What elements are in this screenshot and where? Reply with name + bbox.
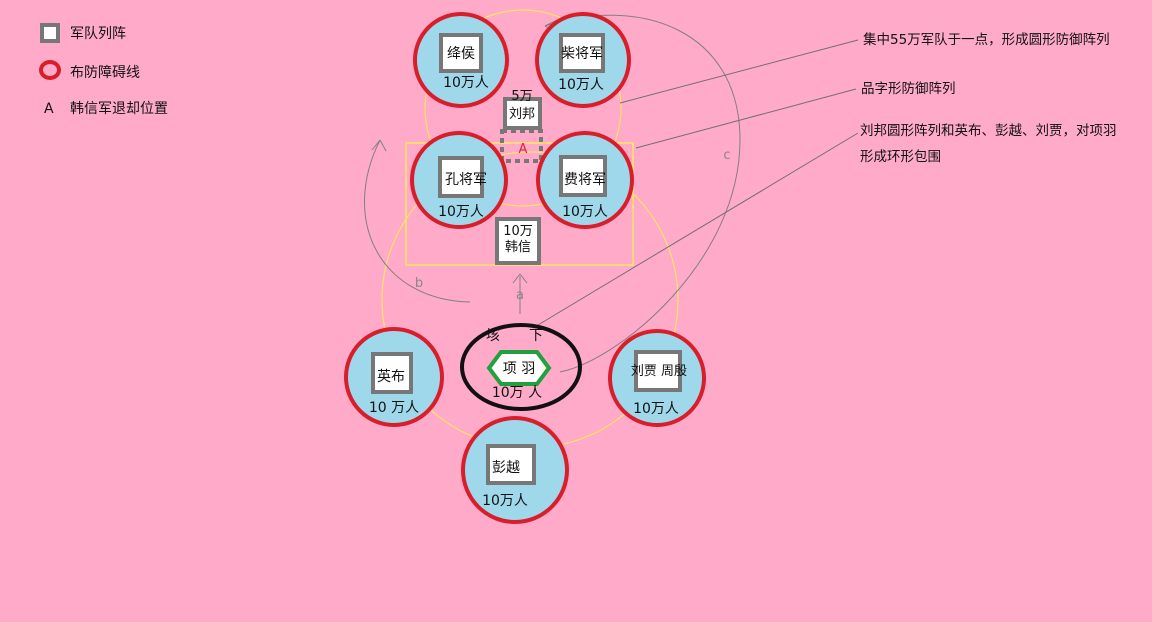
notes: 集中55万军队于一点，形成圆形防御阵列 品字形防御阵列 刘邦圆形阵列和英布、彭越… [860, 32, 1117, 165]
note-pin-shape: 品字形防御阵列 [861, 81, 956, 97]
formation-box [439, 33, 483, 73]
unit-liujia: 刘贾 周殷 10万人 [608, 329, 706, 427]
unit-name: 项 羽 [503, 361, 535, 377]
arrow-b-path [364, 139, 471, 303]
encirclement-ring [460, 323, 582, 411]
unit-size: 10万人 [482, 493, 528, 509]
formation-box [634, 350, 682, 392]
unit-size: 10万人 [438, 204, 484, 220]
formation-box [486, 444, 536, 485]
formation-box [438, 156, 484, 198]
unit-name: 柴将军 [561, 46, 603, 62]
legend-formation-icon [40, 23, 60, 43]
legend-barrier-label: 布防障碍线 [70, 65, 140, 81]
note-encircle-line1: 刘邦圆形阵列和英布、彭越、刘贾，对项羽 [860, 122, 1117, 139]
unit-name: 英布 [377, 368, 405, 385]
unit-pengyue: 彭越 10万人 [461, 416, 569, 524]
unit-jianghou: 绛侯 10万人 [413, 12, 509, 108]
unit-size: 10万人 [562, 204, 608, 220]
retreat-marker: A [519, 142, 528, 157]
arrow-label-a: a [516, 288, 524, 303]
pointer-pin-shape [635, 88, 857, 149]
pointer-encircle [532, 132, 859, 329]
unit-size: 10万 [503, 224, 533, 239]
formation-box [371, 352, 413, 394]
unit-size: 5万 [511, 89, 532, 104]
pointer-concentrate [619, 39, 859, 104]
unit-name: 彭越 [492, 460, 520, 476]
unit-name: 绛侯 [447, 46, 475, 62]
arrow-label-b: b [415, 276, 423, 291]
formation-box [559, 155, 607, 197]
unit-size: 10万人 [558, 77, 604, 93]
unit-feijiang: 费将军 10万人 [536, 131, 634, 229]
xiangyu-hexagon [486, 350, 552, 386]
unit-kongjiang: 孔将军 10万人 [410, 131, 508, 229]
legend: 军队列阵 布防障碍线 A 韩信军退却位置 [39, 23, 168, 117]
unit-name: 韩信 [505, 240, 531, 255]
legend-retreat-label: 韩信军退却位置 [70, 101, 168, 117]
formation-box [495, 217, 541, 265]
unit-chaijiang: 柴将军 10万人 [535, 12, 631, 108]
place-name-right: 下 [529, 328, 543, 344]
unit-size: 10万 人 [492, 385, 542, 401]
guide-circle-top [424, 9, 622, 207]
unit-hanxin: 10万 韩信 [495, 217, 541, 265]
legend-barrier-icon [39, 60, 61, 80]
unit-size: 10万人 [633, 401, 679, 417]
unit-name: 费将军 [564, 172, 606, 188]
unit-name: 孔将军 [445, 172, 487, 188]
movement-arrows [364, 14, 741, 373]
unit-size: 10 万人 [369, 400, 419, 416]
unit-name: 刘邦 [509, 107, 535, 122]
note-concentrate: 集中55万军队于一点，形成圆形防御阵列 [863, 32, 1110, 48]
retreat-position: A [500, 129, 543, 163]
unit-size: 10万人 [443, 75, 489, 91]
unit-name: 刘贾 周殷 [631, 364, 687, 379]
note-encircle-line2: 形成环形包围 [860, 149, 941, 165]
unit-xiangyu: 垓 下 项 羽 10万 人 [460, 323, 582, 411]
legend-retreat-marker: A [44, 101, 54, 117]
unit-liubang: 5万 刘邦 [503, 89, 542, 130]
formation-box [503, 97, 542, 130]
place-name-left: 垓 [486, 328, 500, 344]
arrow-b-head [371, 139, 387, 152]
legend-formation-label: 军队列阵 [70, 26, 126, 42]
note-pointers [532, 39, 859, 329]
retreat-box [500, 129, 543, 163]
arrow-a-head [512, 273, 528, 284]
unit-yingbu: 英布 10 万人 [344, 327, 444, 427]
arrow-c-path [544, 14, 741, 373]
formation-box [559, 33, 605, 73]
arrow-label-c: c [723, 148, 730, 163]
